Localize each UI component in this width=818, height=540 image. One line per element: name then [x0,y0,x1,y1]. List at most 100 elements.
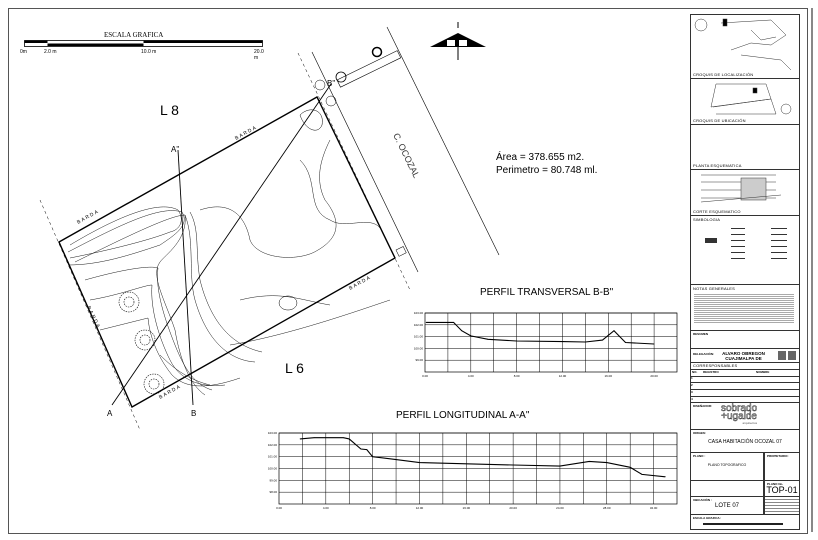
symbology: SIMBOLOGIA [690,215,800,285]
schematic-section: CORTE ESQUEMATICO [690,169,800,217]
sidewalk-planter [336,50,402,88]
corresponsables: CORRESPONSABLES NO. REGISTRO NOMBRE 1 2 … [690,362,800,404]
x-tick-label: 20.00 [509,506,517,510]
chart-title-aa: PERFIL LONGITUDINAL A-A" [396,410,530,421]
chart-title-bb: PERFIL TRANSVERSAL B-B" [480,287,614,298]
table-row: 2 [691,383,799,390]
revision-table [764,496,800,516]
profile-point [625,342,626,343]
section-label-a2: A" [171,145,179,154]
profile-point [629,466,631,468]
site-sketch: CROQUIS DE UBICACIÓN [690,78,800,126]
notes-caption: NOTAS GENERALES [693,286,736,291]
lot-box: UBICACIÓN : LOTE 07 [690,496,764,516]
delegation-label: DELEGACIÓN: [693,352,714,356]
x-tick-label: 32.00 [650,506,658,510]
location-sketch-caption: CROQUIS DE LOCALIZACIÓN [693,72,754,77]
y-tick-label: 99.00 [415,358,423,362]
plan-number-value: TOP-01 [766,485,798,495]
profile-point [461,330,463,332]
scale-bar-title: ESCALA GRAFICA [104,31,164,39]
table-header: NO. REGISTRO NOMBRE [691,369,799,377]
meter-box [395,246,407,257]
profile-point [606,462,608,463]
profile-point [342,437,344,439]
lot-label-l6: L 6 [285,360,304,376]
profile-point [419,462,420,463]
x-tick-label: 24.00 [556,506,564,510]
profile-point [487,338,489,340]
site-plan: L 8 L 6 C. OCOZAL BARDA BARDA BARDA BARD… [39,22,597,431]
x-tick-label: 16.00 [605,374,613,378]
plan-label: PLANO : [693,454,706,458]
profile-point [395,459,397,461]
north-arrow-icon [430,22,486,60]
title-block: CROQUIS DE LOCALIZACIÓN CROQUIS DE UBICA… [690,14,800,530]
owner-label: PROPIETARIO: [767,454,789,458]
plan-value: PLANO TOPOGRAFICO [707,463,747,467]
profile-point [588,461,590,462]
graphic-scale-label: ESCALA GRAFICA: [693,516,721,520]
x-tick-label: 16.00 [463,506,471,510]
section-label-b: B [191,409,196,418]
street-edge [311,51,419,273]
terrain-profile-line [426,321,655,345]
qr-code [778,351,786,360]
qr-code [788,351,796,360]
drawing-frame [8,8,808,534]
symbology-legend [705,228,787,259]
y-tick-label: 103.00 [268,431,278,435]
summary-label: RESUMEN [693,332,709,336]
notes-text [694,293,794,323]
schematic-plan: PLANTA ESQUEMATICA [690,124,800,171]
schematic-plan-caption: PLANTA ESQUEMATICA [693,163,742,168]
table-row: 4 [691,397,693,401]
x-tick-label: 8.00 [514,374,520,378]
y-tick-label: 101.00 [414,335,424,339]
profile-point [512,464,514,466]
profile-point [313,437,315,439]
lot-boundary [58,96,396,408]
owner-box: PROPIETARIO: [764,452,800,482]
profile-point [562,341,563,342]
scale-bar-graphic [24,40,263,47]
project: ORIGEN: CASA HABITACIÓN OCOZAL 07 [690,429,800,454]
scale-bar: ESCALA GRAFICA 0m 2.0 m 10.0 m 20.0 m [20,28,264,61]
profile-point [372,456,374,458]
section-line-a [177,149,194,406]
x-tick-label: 12.00 [416,506,424,510]
scale-tick: 10.0 m [141,49,157,55]
drawing-frame-edge [811,8,813,532]
project-name: CASA HABITACIÓN OCOZAL 07 [708,439,782,445]
area-text: Área = 378.655 m2. [496,150,584,163]
table-row: 3 [691,390,799,397]
x-tick-label: 0.00 [276,506,282,510]
y-tick-label: 102.00 [414,323,424,327]
profile-point [641,474,643,475]
profile-point [366,449,368,450]
profile-point [613,330,615,332]
y-tick-label: 102.00 [268,443,278,447]
profile-point [465,463,467,465]
lot-value: LOTE 07 [714,503,739,509]
x-tick-label: 0.00 [422,374,428,378]
general-notes: NOTAS GENERALES [690,284,800,332]
location-sketch: CROQUIS DE LOCALIZACIÓN [690,14,800,80]
profile-point [559,465,561,467]
x-tick-label: 8.00 [370,506,376,510]
location-map-graphic [694,18,792,71]
manhole-symbol [335,71,347,83]
section-label-b2: B" [327,79,335,88]
designer-label: DISEÑADOR: [693,404,713,408]
site-sketch-caption: CROQUIS DE UBICACIÓN [693,118,746,123]
profile-point [360,448,362,450]
graphic-scale-box: ESCALA GRAFICA: [690,514,800,530]
street-edge [386,26,500,256]
profile-point [516,340,518,342]
y-tick-label: 100.00 [414,346,424,350]
x-tick-label: 28.00 [603,506,611,510]
